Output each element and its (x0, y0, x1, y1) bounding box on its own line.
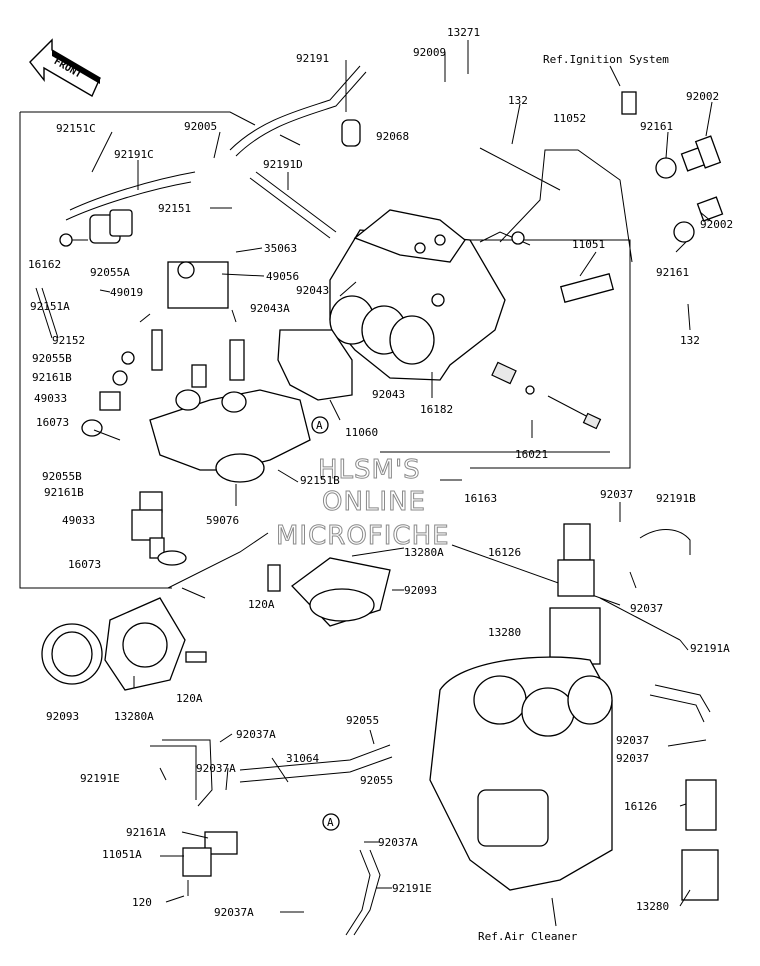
callout-92055-b: 92055 (360, 774, 393, 787)
callout-31064: 31064 (286, 752, 319, 765)
throttle-body (329, 209, 506, 381)
callout-92191A: 92191A (690, 642, 730, 655)
watermark-line-2: ONLINE (322, 487, 426, 517)
callout-92161B-a: 92161B (32, 371, 72, 384)
callout-92055A: 92055A (90, 266, 130, 279)
callout-92037-a: 92037 (600, 488, 633, 501)
callout-92002-a: 92002 (686, 90, 719, 103)
callout-92191E-b: 92191E (392, 882, 432, 895)
watermark-line-1: HLSM'S (318, 455, 421, 485)
callout-120A-a: 120A (248, 598, 275, 611)
callout-16163: 16163 (464, 492, 497, 505)
injector-holder (167, 261, 229, 309)
linkage-rods (479, 149, 633, 303)
callout-92043: 92043 (296, 284, 329, 297)
circle-callouts (311, 416, 340, 831)
callout-92161B-b: 92161B (44, 486, 84, 499)
regulator-16162 (59, 209, 133, 247)
flange-center (267, 557, 391, 627)
callout-16126-a: 16126 (488, 546, 521, 559)
sensor-16021 (491, 361, 602, 430)
callout-92055B-a: 92055B (32, 352, 72, 365)
watermark: HLSM'S ONLINE MICROFICHE (276, 455, 450, 552)
callout-11060: 11060 (345, 426, 378, 439)
callout-92093-a: 92093 (404, 584, 437, 597)
callout-11051A: 11051A (102, 848, 142, 861)
callout-49033-b: 49033 (62, 514, 95, 527)
callout-11052: 11052 (553, 112, 586, 125)
intake-manifold (149, 339, 311, 483)
callout-92005: 92005 (184, 120, 217, 133)
gasket-11060 (277, 329, 353, 401)
callout-92009: 92009 (413, 46, 446, 59)
callout-92151B: 92151B (300, 474, 340, 487)
callout-92151A: 92151A (30, 300, 70, 313)
callout-16162: 16162 (28, 258, 61, 271)
callout-132-b: 132 (680, 334, 700, 347)
callout-92037A-b: 92037A (196, 762, 236, 775)
callout-16021: 16021 (515, 448, 548, 461)
left-small-parts (35, 287, 163, 437)
callout-92191E-a: 92191E (80, 772, 120, 785)
air-cleaner-housing (429, 656, 613, 891)
callout-16073-a: 16073 (36, 416, 69, 429)
callout-92002-b: 92002 (700, 218, 733, 231)
hoses-top (65, 65, 367, 239)
callout-92191B: 92191B (656, 492, 696, 505)
callout-92037A-d: 92037A (214, 906, 254, 919)
callout-16126-b: 16126 (624, 800, 657, 813)
callout-13280-a: 13280 (488, 626, 521, 639)
callout-92037-d: 92037 (616, 752, 649, 765)
circle-A-2: A (327, 816, 334, 829)
callout-92161-a: 92161 (640, 120, 673, 133)
part-labels: 13271 92009 92191 Ref.Ignition System 92… (28, 26, 733, 943)
callout-92037-b: 92037 (630, 602, 663, 615)
leader-lines (72, 40, 713, 927)
callout-92151C: 92151C (56, 122, 96, 135)
callout-49033-a: 49033 (34, 392, 67, 405)
assembly-boundary (19, 111, 681, 641)
ref-air-cleaner: Ref.Air Cleaner (478, 930, 578, 943)
circle-A-1: A (316, 419, 323, 432)
callout-13271: 13271 (447, 26, 480, 39)
callout-92043-b: 92043 (372, 388, 405, 401)
callout-13280-b: 13280 (636, 900, 669, 913)
callout-16073-b: 16073 (68, 558, 101, 571)
callout-92152: 92152 (52, 334, 85, 347)
callout-92161A: 92161A (126, 826, 166, 839)
callout-13280A-a: 13280A (404, 546, 444, 559)
callout-49019: 49019 (110, 286, 143, 299)
callout-92055B-b: 92055B (42, 470, 82, 483)
watermark-line-3: MICROFICHE (276, 521, 450, 551)
callout-92037-c: 92037 (616, 734, 649, 747)
callout-92043A: 92043A (250, 302, 290, 315)
injector-lower (131, 491, 187, 566)
flange-left (41, 597, 207, 691)
callout-120A-b: 120A (176, 692, 203, 705)
callout-92037A-a: 92037A (236, 728, 276, 741)
callout-13280A-b: 13280A (114, 710, 154, 723)
callout-92037A-c: 92037A (378, 836, 418, 849)
callout-92191C: 92191C (114, 148, 154, 161)
callout-92055-a: 92055 (346, 714, 379, 727)
callout-92161-b: 92161 (656, 266, 689, 279)
callout-49056: 49056 (266, 270, 299, 283)
callout-35063: 35063 (264, 242, 297, 255)
front-arrow-icon: FRONT (29, 38, 101, 97)
callout-92151: 92151 (158, 202, 191, 215)
hoses-lower (150, 684, 711, 936)
callout-92191: 92191 (296, 52, 329, 65)
callout-92068: 92068 (376, 130, 409, 143)
callout-120: 120 (132, 896, 152, 909)
callout-16182: 16182 (420, 403, 453, 416)
callout-59076: 59076 (206, 514, 239, 527)
ref-ignition-system: Ref.Ignition System (543, 53, 669, 66)
callout-92191D: 92191D (263, 158, 303, 171)
callout-92093-b: 92093 (46, 710, 79, 723)
callout-132-a: 132 (508, 94, 528, 107)
callout-11051: 11051 (572, 238, 605, 251)
